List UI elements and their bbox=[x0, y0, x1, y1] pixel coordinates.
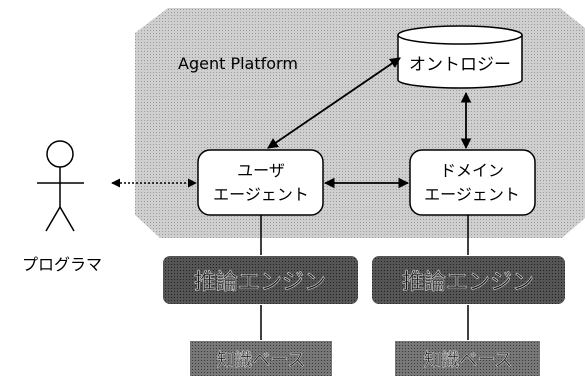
user-agent-label-line2: エージェント bbox=[213, 185, 309, 204]
ontology-label: オントロジー bbox=[409, 55, 511, 75]
domain-agent-label-line1: ドメイン bbox=[440, 161, 504, 180]
user-agent-label-line1: ユーザ bbox=[237, 161, 285, 180]
inference-engine-left-label: 推論エンジン bbox=[194, 270, 326, 295]
inference-engine-right-label: 推論エンジン bbox=[402, 270, 534, 295]
ontology-user-agent-link bbox=[267, 57, 401, 149]
knowledge-base-right bbox=[395, 341, 540, 376]
user-agent-box bbox=[197, 149, 324, 216]
knowledge-base-left-label: 知識ベース bbox=[216, 350, 305, 371]
knowledge-base-right-label: 知識ベース bbox=[423, 350, 512, 371]
programmer-label: プログラマ bbox=[22, 255, 102, 274]
inference-engine-left bbox=[163, 256, 358, 304]
knowledge-base-left bbox=[190, 341, 332, 376]
ontology-database: オントロジー bbox=[397, 25, 523, 89]
agent-platform-label: Agent Platform bbox=[178, 54, 298, 73]
domain-agent-label-line2: エージェント bbox=[424, 185, 520, 204]
domain-agent-box bbox=[409, 149, 536, 216]
inference-engine-right bbox=[372, 256, 565, 304]
programmer-actor-icon bbox=[37, 140, 84, 232]
